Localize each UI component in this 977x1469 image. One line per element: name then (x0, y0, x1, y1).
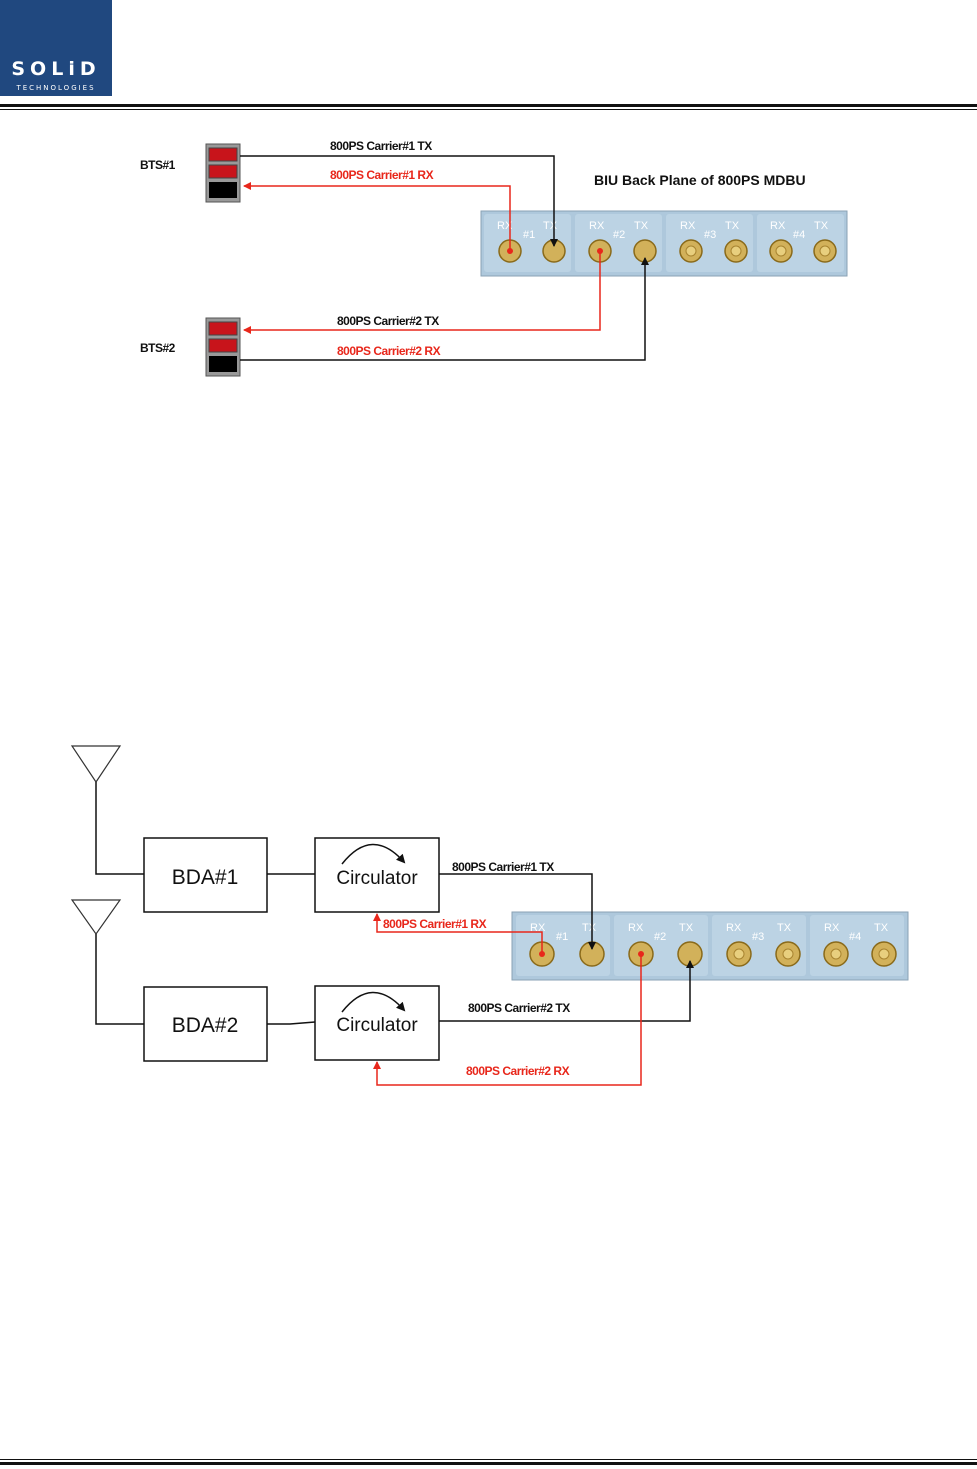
bts2-rack (205, 317, 241, 377)
p2-tx2: TX (679, 922, 694, 934)
p2-rx1: RX (530, 922, 546, 934)
d2-carrier2-tx-label: 800PS Carrier#2 TX (468, 1001, 570, 1015)
circulator2-box (314, 985, 440, 1061)
p2-ch4: #4 (849, 931, 861, 943)
p2-ch1: #1 (556, 931, 568, 943)
logo-subtext: TECHNOLOGIES (16, 84, 96, 92)
p1-rx4: RX (770, 220, 786, 232)
diagram-bda-connection: BDA#1 BDA#2 Circulator Circulator RX TX … (70, 745, 909, 1086)
bts1-rack (205, 143, 241, 203)
d2-carrier1-tx-label: 800PS Carrier#1 TX (452, 860, 554, 874)
d1-carrier1-tx-line (240, 155, 558, 247)
d1-carrier1-rx-line (243, 182, 511, 251)
circulator1-arrow-icon (341, 843, 406, 865)
d1-carrier2-tx-line (243, 251, 601, 334)
p1-rx1: RX (497, 220, 513, 232)
bda1-label: BDA#1 (172, 866, 239, 889)
circulator1-label: Circulator (336, 868, 418, 889)
p1-tx3: TX (725, 220, 740, 232)
circulator2-label: Circulator (336, 1015, 418, 1036)
bda1-box (143, 837, 268, 913)
d2-carrier2-rx-label: 800PS Carrier#2 RX (466, 1064, 570, 1078)
p2-tx1: TX (582, 922, 597, 934)
p1-ch4: #4 (793, 229, 805, 241)
p1-ch1: #1 (523, 229, 535, 241)
circulator2-arrow-icon (341, 991, 406, 1013)
bts1-label: BTS#1 (140, 158, 176, 172)
p2-ch2: #2 (654, 931, 666, 943)
p1-tx4: TX (814, 220, 829, 232)
d2-carrier2-tx-line (439, 960, 694, 1022)
p1-tx2: TX (634, 220, 649, 232)
d1-carrier2-tx-label: 800PS Carrier#2 TX (337, 314, 439, 328)
solid-logo: SOLiD TECHNOLOGIES (0, 0, 112, 96)
biu-panel-bottom: RX TX #1 RX TX #2 RX TX #3 RX TX #4 (511, 911, 909, 981)
p1-rx2: RX (589, 220, 605, 232)
p1-ch3: #3 (704, 229, 716, 241)
footer-rule (0, 1462, 977, 1465)
d1-carrier1-tx-label: 800PS Carrier#1 TX (330, 139, 432, 153)
p2-tx3: TX (777, 922, 792, 934)
logo-text: SOLiD (11, 58, 101, 80)
d1-carrier2-rx-label: 800PS Carrier#2 RX (337, 344, 441, 358)
bda2-box (143, 986, 268, 1062)
p2-ch3: #3 (752, 931, 764, 943)
p1-ch2: #2 (613, 229, 625, 241)
p2-rx2: RX (628, 922, 644, 934)
d2-carrier1-tx-line (439, 873, 596, 950)
biu-backplane-title: BIU Back Plane of 800PS MDBU (594, 172, 806, 188)
p1-rx3: RX (680, 220, 696, 232)
antenna1-icon (70, 745, 122, 784)
bts2-label: BTS#2 (140, 341, 176, 355)
circulator1-box (314, 837, 440, 913)
d2-carrier1-rx-label: 800PS Carrier#1 RX (383, 917, 487, 931)
p1-tx1: TX (543, 220, 558, 232)
d1-carrier2-rx-line (240, 257, 649, 361)
p2-rx3: RX (726, 922, 742, 934)
p2-tx4: TX (874, 922, 889, 934)
footer-rule-thin (0, 1459, 977, 1460)
biu-panel-top: RX TX #1 RX TX #2 RX TX #3 RX TX #4 (480, 210, 848, 277)
header-rule (0, 104, 977, 107)
p2-rx4: RX (824, 922, 840, 934)
d2-carrier2-rx-line (373, 954, 642, 1086)
d1-carrier1-rx-label: 800PS Carrier#1 RX (330, 168, 434, 182)
diagram-bts-connection: BTS#1 BTS#2 BIU Back Plane of 800PS MDBU… (140, 139, 848, 377)
antenna2-icon (70, 899, 122, 936)
d2-carrier1-rx-line (373, 913, 543, 954)
header-rule-thin (0, 109, 977, 110)
bda2-label: BDA#2 (172, 1014, 239, 1037)
